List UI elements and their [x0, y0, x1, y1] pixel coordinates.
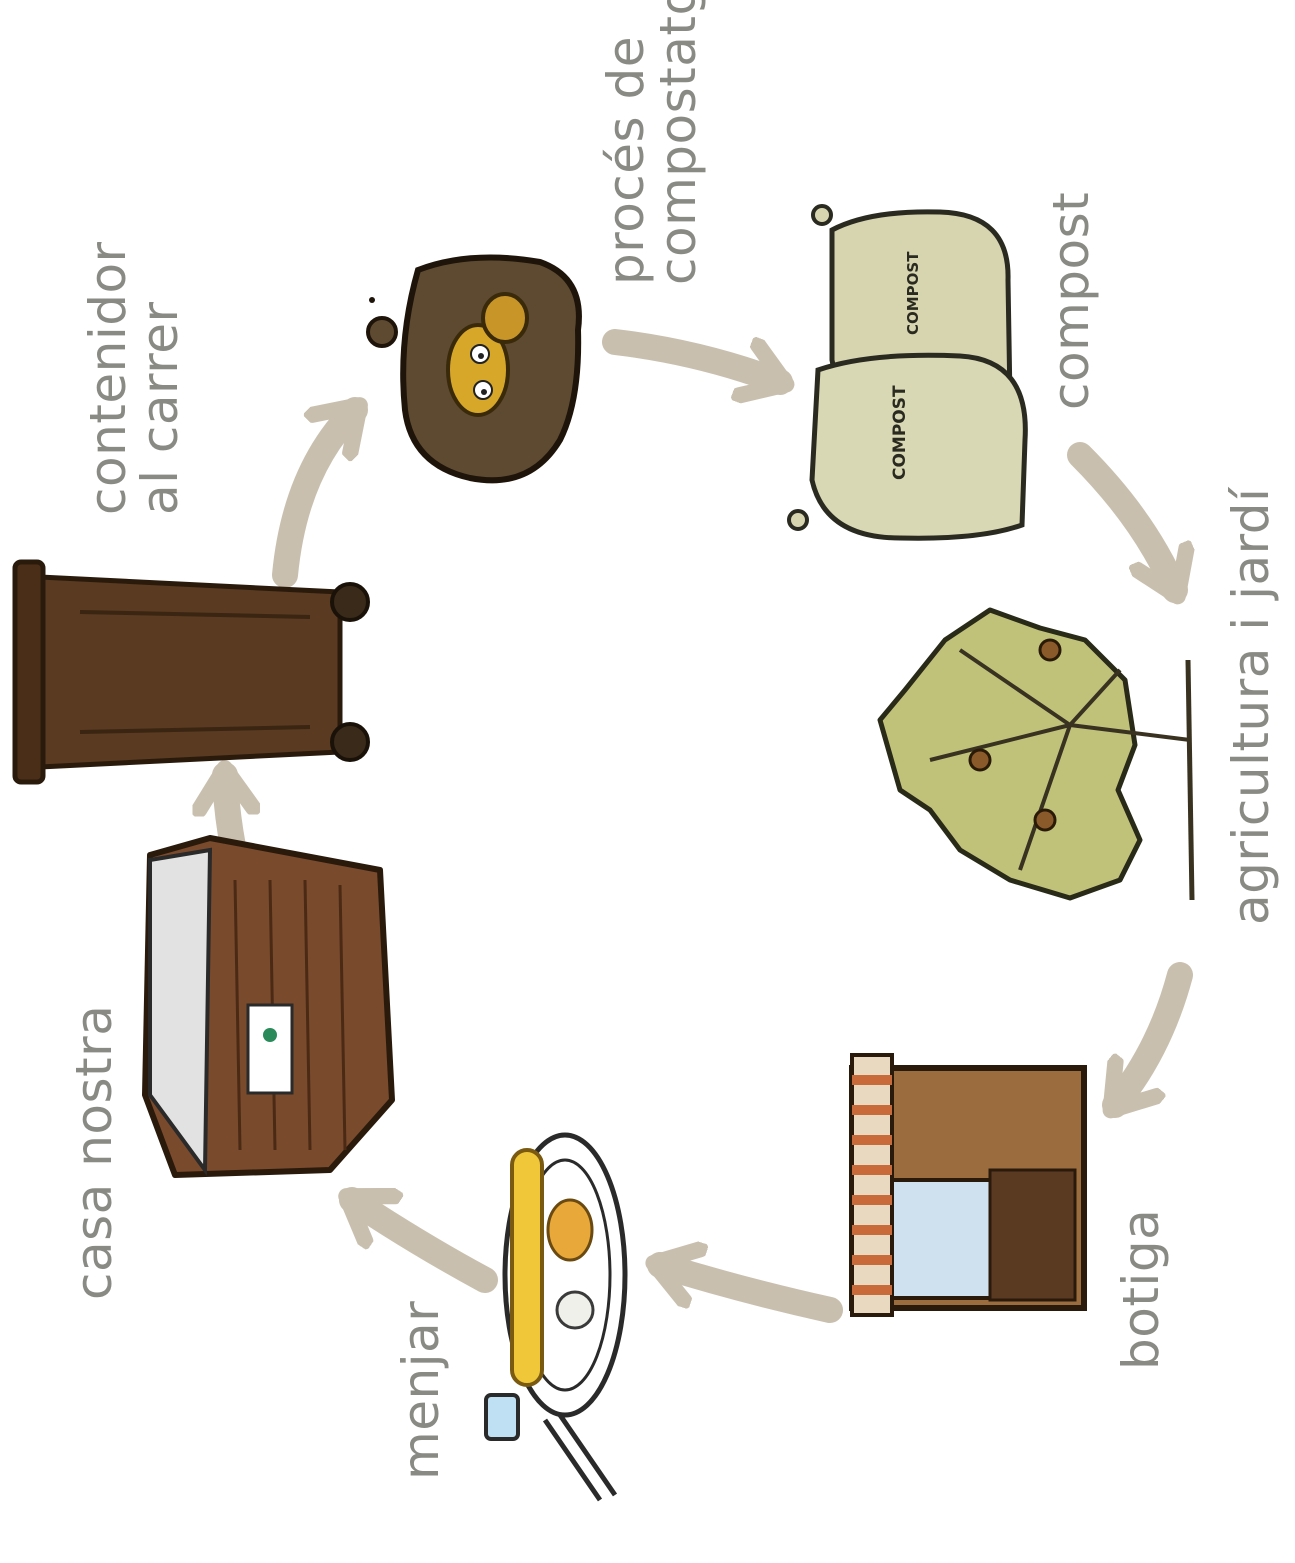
label-compost-text: compost [1045, 192, 1097, 410]
home-crate-icon [145, 838, 392, 1175]
arrow-compost-to-agricultura [1080, 455, 1175, 590]
label-botiga: botiga [1115, 1209, 1167, 1370]
shop-icon [852, 1055, 1084, 1315]
label-menjar: menjar [395, 1301, 447, 1480]
arrow-proces-to-compost [615, 342, 780, 382]
label-menjar-text: menjar [395, 1301, 447, 1480]
compost-sacks-icon: COMPOST COMPOST [789, 206, 1025, 538]
label-agricultura-text: agricultura i jardí [1225, 488, 1277, 925]
arrow-agricultura-to-botiga [1115, 975, 1180, 1105]
plant-leaf-icon [880, 610, 1192, 900]
shop-awning [852, 1055, 892, 1315]
street-bin-icon [15, 562, 368, 782]
compost-heap-icon [368, 258, 579, 481]
bread-icon [512, 1150, 542, 1385]
label-agricultura: agricultura i jardí [1225, 488, 1277, 925]
label-proces-line1: procés de [600, 0, 652, 285]
label-proces: procés de compostatge [600, 0, 704, 285]
sack-front-brand: COMPOST [890, 385, 910, 480]
arrow-menjar-to-casa [352, 1200, 485, 1280]
label-casa-text: casa nostra [68, 1005, 120, 1300]
sack-back-brand: COMPOST [904, 251, 922, 335]
label-contenidor-line1: contenidor [82, 241, 134, 515]
crate-label [248, 1005, 292, 1093]
arrow-contenidor-to-proces [285, 410, 355, 575]
sack-front [812, 355, 1025, 538]
label-casa: casa nostra [68, 1005, 120, 1300]
label-proces-line2: compostatge [652, 0, 704, 285]
label-contenidor: contenidor al carrer [82, 241, 186, 515]
label-botiga-text: botiga [1115, 1209, 1167, 1370]
label-contenidor-line2: al carrer [134, 241, 186, 515]
meal-icon [486, 1135, 625, 1500]
arrow-botiga-to-menjar [660, 1265, 830, 1310]
label-compost: compost [1045, 192, 1097, 410]
glass-icon [486, 1395, 518, 1439]
